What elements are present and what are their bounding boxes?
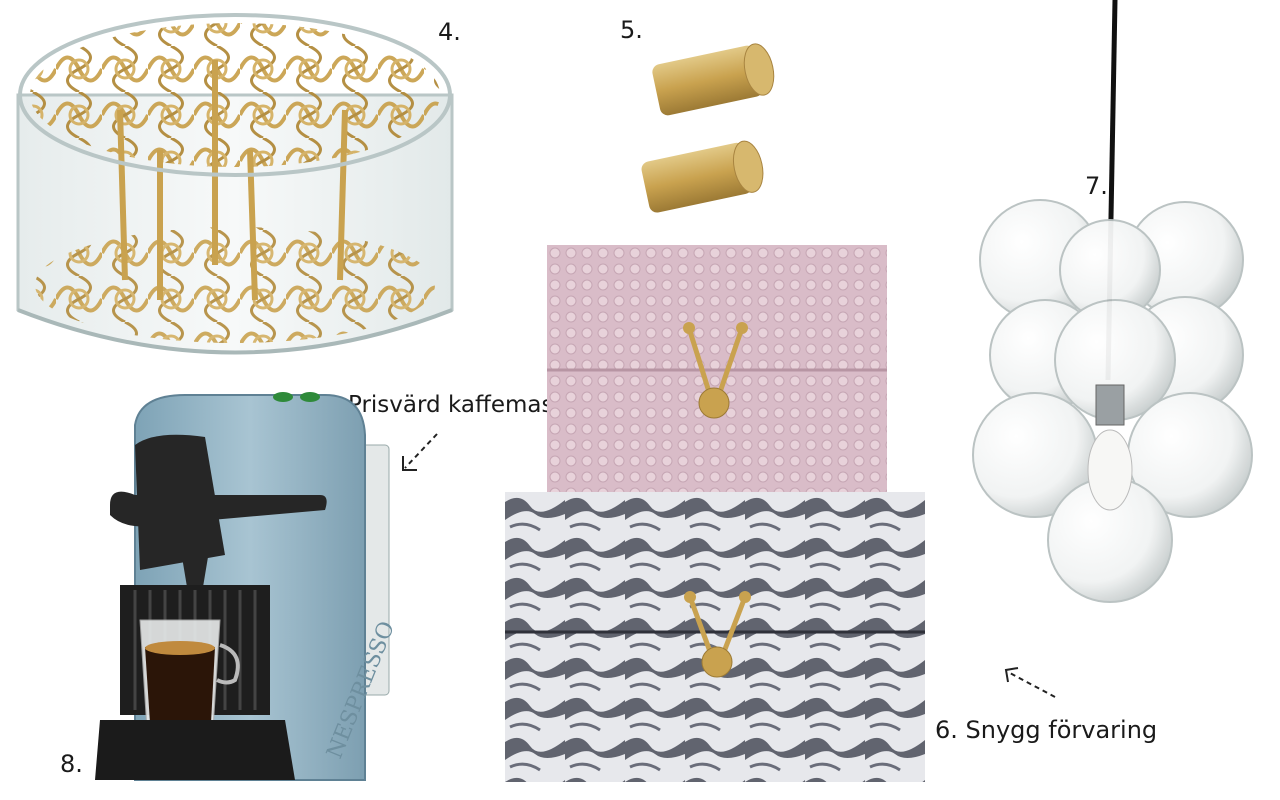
item-number-5: 5. [620,16,643,44]
glass-bowl-image [10,0,460,385]
pink-storage-box-image [547,245,887,495]
arrow-dashed-icon [1000,662,1060,702]
item-number-7: 7. [1085,172,1108,200]
marble-storage-box-image [505,492,925,782]
pendant-lamp-image [960,0,1260,610]
item-number-8: 8. [60,750,83,778]
item-number-4: 4. [438,18,461,46]
brass-hooks-image [635,25,785,225]
storage-label: 6. Snygg förvaring [935,716,1158,744]
coffee-machine-image: NESPRESSO [95,385,395,795]
arrow-dashed-icon [395,428,445,478]
